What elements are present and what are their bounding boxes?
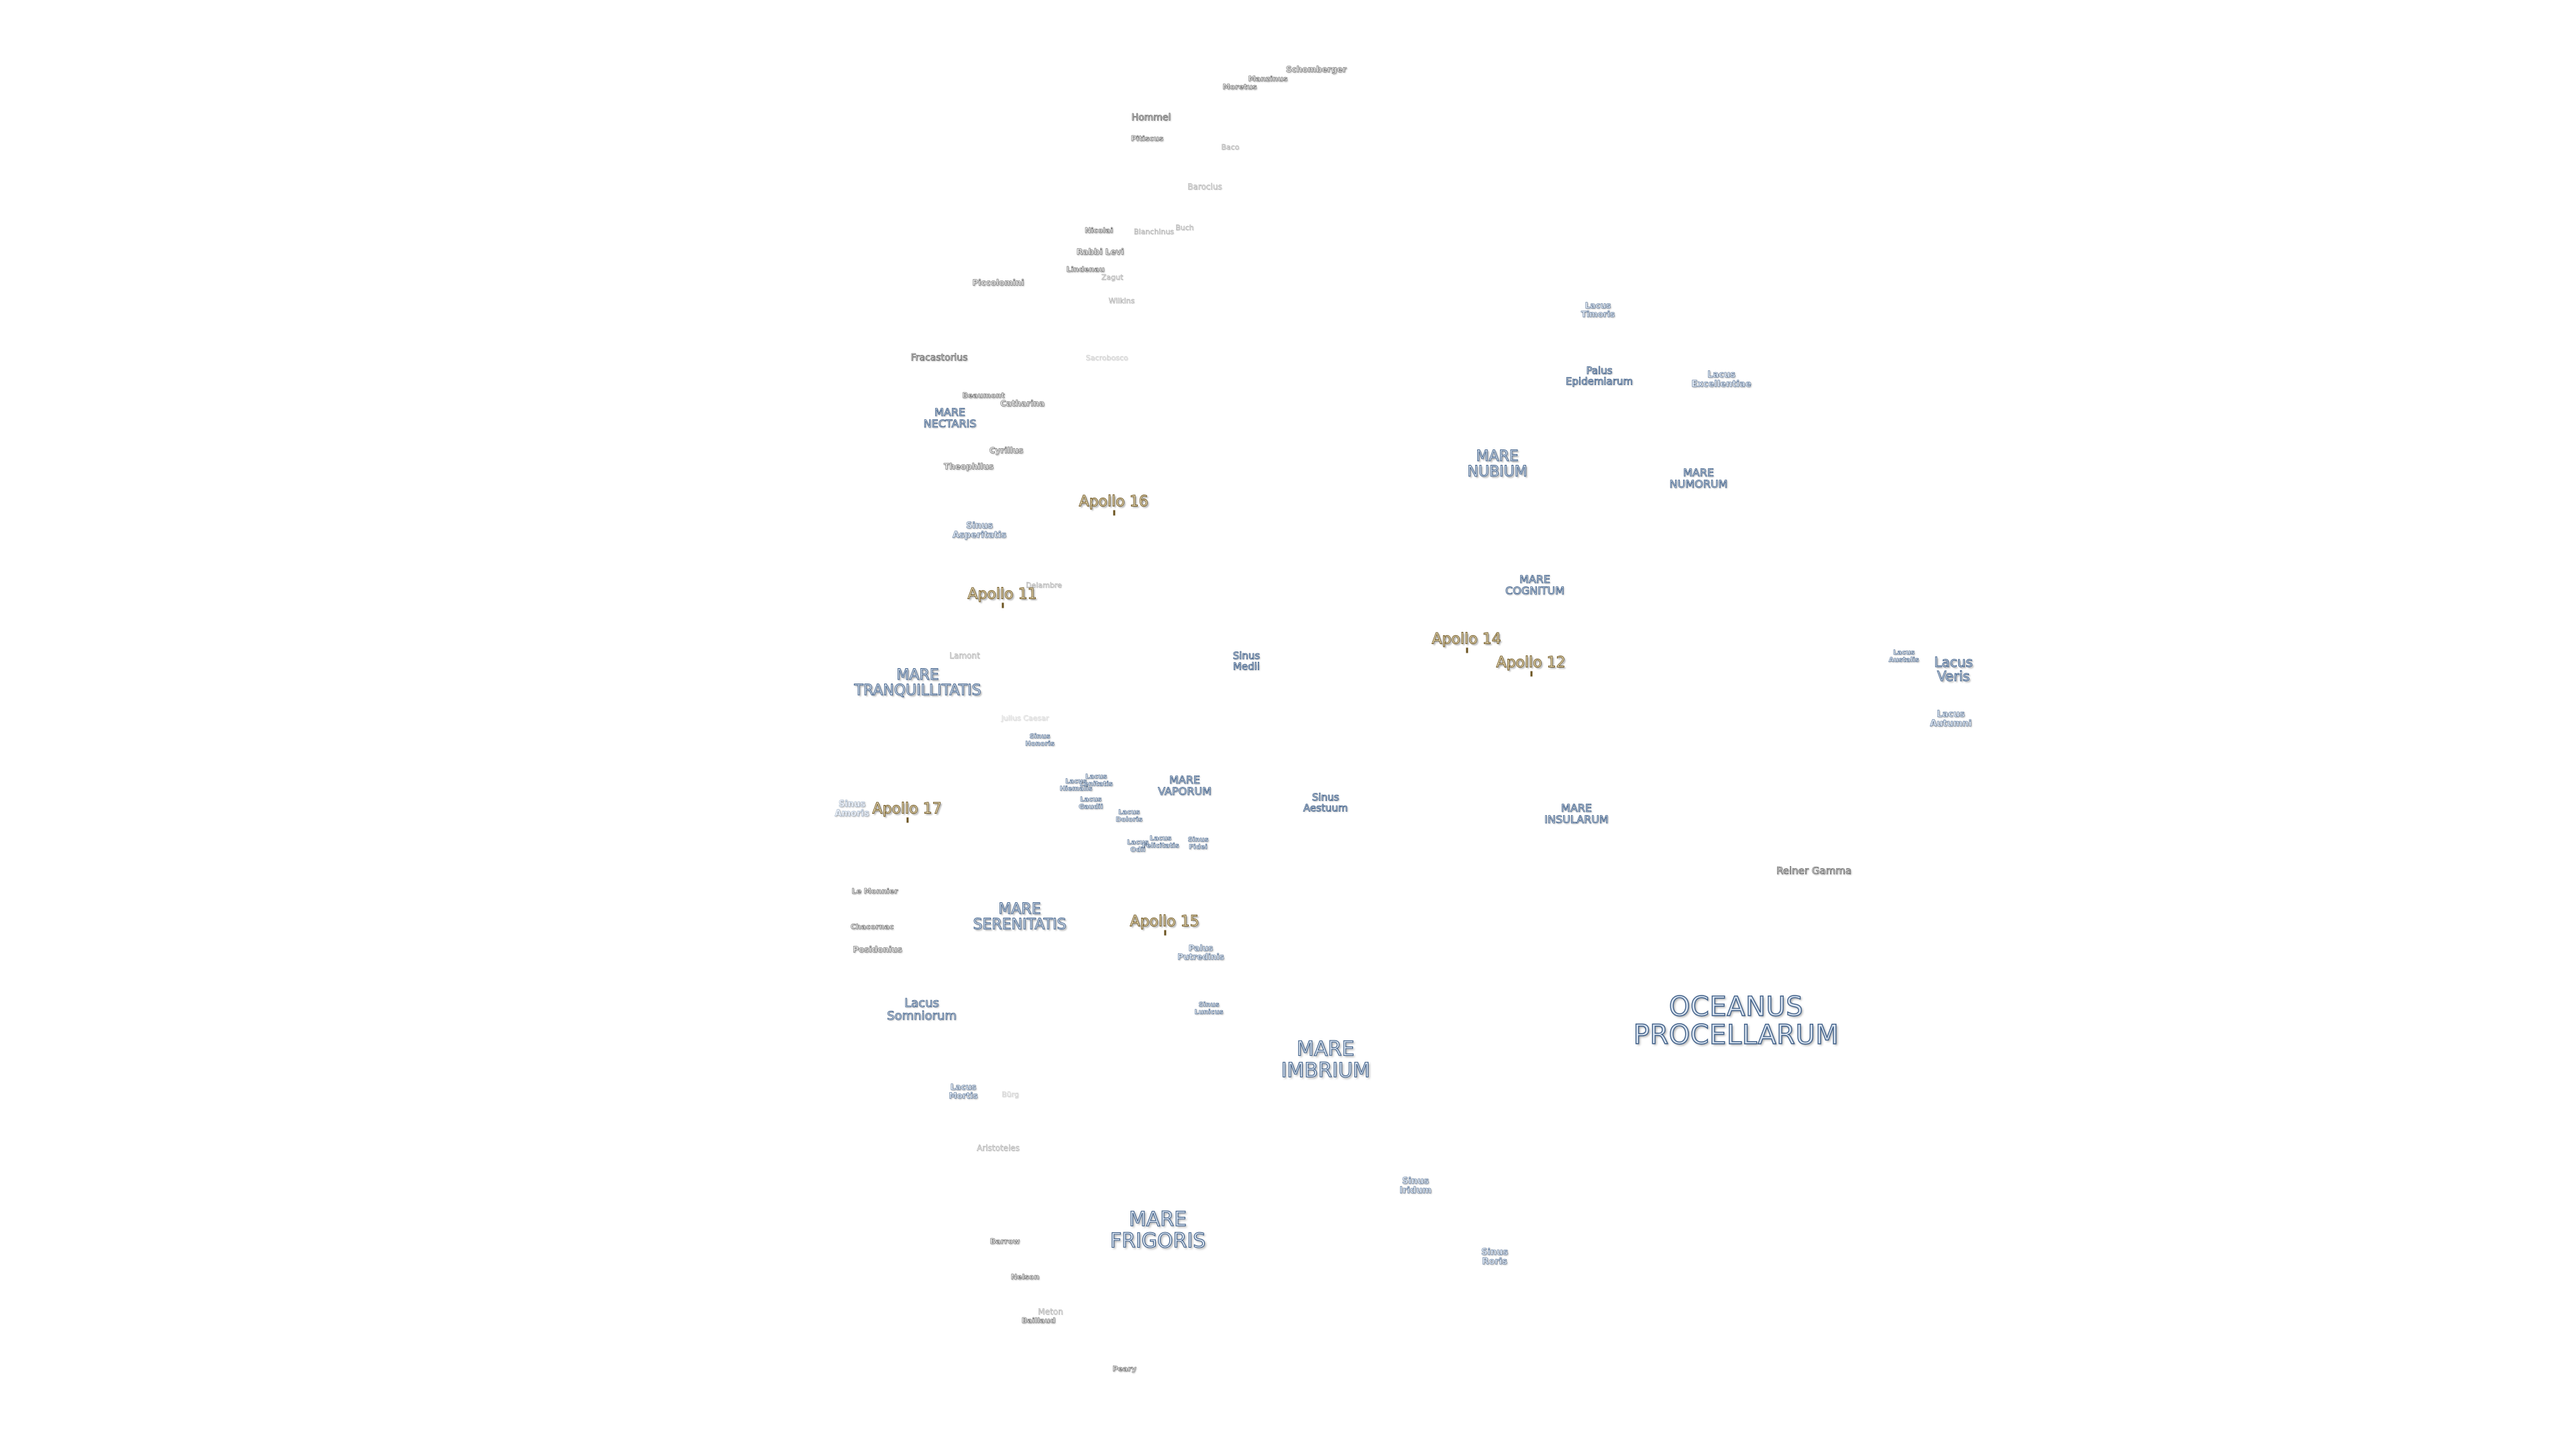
lacus-felicitatis-label[interactable]: Lacus Felicitatis xyxy=(1142,835,1179,850)
theophilus-label[interactable]: Theophilus xyxy=(943,462,994,472)
mare-imbrium-label[interactable]: MARE IMBRIUM xyxy=(1281,1037,1371,1082)
lacus-hiemalis-label[interactable]: Lacus Hiemalis xyxy=(1059,777,1093,793)
apollo-12-marker[interactable]: Apollo 12 xyxy=(1496,654,1566,677)
julius-caesar-label[interactable]: Julius Caesar xyxy=(1001,714,1049,723)
beaumont-label[interactable]: Beaumont xyxy=(962,391,1005,400)
manzinus-label[interactable]: Manzinus xyxy=(1248,74,1288,84)
apollo-15-marker[interactable]: Apollo 15 xyxy=(1130,913,1199,936)
mare-cognitum-label[interactable]: MARE COGNITUM xyxy=(1505,573,1565,597)
mare-tranquillitatis-label[interactable]: MARE TRANQUILLITATIS xyxy=(854,666,981,699)
barrow-label[interactable]: Barrow xyxy=(989,1237,1020,1246)
apollo-16-marker[interactable]: Apollo 16 xyxy=(1079,493,1148,516)
le-monnier-label[interactable]: Le Monnier xyxy=(851,887,898,896)
moretus-label[interactable]: Moretus xyxy=(1222,83,1257,92)
mare-nectaris-label[interactable]: MARE NECTARIS xyxy=(923,406,977,430)
nicolai-label[interactable]: Nicolai xyxy=(1084,226,1114,235)
sinus-iridum-label[interactable]: Sinus Iridum xyxy=(1399,1176,1432,1195)
reiner-gamma-label[interactable]: Reiner Gamma xyxy=(1776,865,1852,877)
zagut-label[interactable]: Zagut xyxy=(1101,273,1124,282)
mare-insularum-label[interactable]: MARE INSULARUM xyxy=(1544,802,1609,826)
buch-label[interactable]: Buch xyxy=(1175,223,1194,233)
peary-label[interactable]: Peary xyxy=(1112,1364,1136,1374)
sinus-asperitatis-label[interactable]: Sinus Asperitatis xyxy=(952,521,1007,540)
lindenau-label[interactable]: Lindenau xyxy=(1066,265,1105,274)
lacus-austalis-label[interactable]: Lacus Austalis xyxy=(1888,649,1919,664)
pitiscus-label[interactable]: Pitiscus xyxy=(1130,134,1164,144)
sinus-medii-label[interactable]: Sinus Medii xyxy=(1232,649,1260,672)
palus-putredinis-label[interactable]: Palus Putredinis xyxy=(1177,943,1224,961)
sinus-honoris-label[interactable]: Sinus Honoris xyxy=(1025,733,1055,748)
lacus-timoris-label[interactable]: Lacus Timoris xyxy=(1580,301,1615,319)
lacus-odii-label[interactable]: Lacus Odii xyxy=(1126,839,1149,854)
catharina-label[interactable]: Catharina xyxy=(1000,398,1044,409)
blanchinus-label[interactable]: Blanchinus xyxy=(1133,227,1175,237)
sinus-aestuum-label[interactable]: Sinus Aestuum xyxy=(1303,791,1348,814)
apollo-17-marker[interactable]: Apollo 17 xyxy=(872,800,942,823)
piccolomini-label[interactable]: Piccolomini xyxy=(972,278,1024,288)
burg-label[interactable]: Bürg xyxy=(1002,1090,1019,1099)
chacornac-label[interactable]: Chacornac xyxy=(850,922,894,932)
meton-label[interactable]: Meton xyxy=(1038,1307,1063,1317)
baillaud-label[interactable]: Baillaud xyxy=(1021,1316,1056,1326)
sinus-lunicus-label[interactable]: Sinus Lunicus xyxy=(1194,1001,1224,1016)
lacus-veris-label[interactable]: Lacus Veris xyxy=(1934,654,1973,684)
mare-numorum-label[interactable]: MARE NUMORUM xyxy=(1669,466,1728,490)
lacus-excellentiae-label[interactable]: Lacus Excellentiae xyxy=(1691,370,1752,389)
lacus-lenitatis-label[interactable]: Lacus Lenitatis xyxy=(1079,773,1113,788)
lacus-gaudii-label[interactable]: Lacus Gaudii xyxy=(1078,796,1104,811)
apollo-11-marker[interactable]: Apollo 11 xyxy=(967,586,1037,608)
palus-epidemiarum-label[interactable]: Palus Epidemiarum xyxy=(1565,364,1633,387)
hommel-label[interactable]: Hommel xyxy=(1131,112,1171,123)
mare-nubium-label[interactable]: MARE NUBIUM xyxy=(1467,447,1527,480)
schomberger-label[interactable]: Schomberger xyxy=(1285,64,1347,74)
wilkins-label[interactable]: Wilkins xyxy=(1108,297,1135,306)
rabbi-levi-label[interactable]: Rabbi Levi xyxy=(1076,247,1124,257)
sinus-amoris-label[interactable]: Sinus Amoris xyxy=(835,799,869,818)
barocius-label[interactable]: Barocius xyxy=(1187,182,1222,192)
posidonius-label[interactable]: Posidonius xyxy=(853,945,902,955)
cyrillus-label[interactable]: Cyrillus xyxy=(989,445,1024,455)
sinus-fidei-label[interactable]: Sinus Fidei xyxy=(1187,836,1209,851)
sinus-roris-label[interactable]: Sinus Roris xyxy=(1481,1247,1509,1267)
apollo-14-marker[interactable]: Apollo 14 xyxy=(1432,631,1501,653)
mare-serenitatis-label[interactable]: MARE SERENITATIS xyxy=(973,900,1067,933)
baco-label[interactable]: Baco xyxy=(1221,143,1240,152)
aristoteles-label[interactable]: Aristoteles xyxy=(977,1143,1020,1153)
mare-vaporum-label[interactable]: MARE VAPORUM xyxy=(1158,773,1212,798)
nelson-label[interactable]: Nelson xyxy=(1010,1273,1040,1282)
lamont-label[interactable]: Lamont xyxy=(949,651,980,661)
lacus-mortis-label[interactable]: Lacus Mortis xyxy=(949,1082,978,1100)
sacrobosco-label[interactable]: Sacrobosco xyxy=(1085,354,1128,363)
lacus-autumni-label[interactable]: Lacus Autumni xyxy=(1929,709,1972,729)
delambre-label[interactable]: Delambre xyxy=(1026,581,1062,590)
lacus-somniorum-label[interactable]: Lacus Somniorum xyxy=(887,996,957,1023)
lacus-doloris-label[interactable]: Lacus Doloris xyxy=(1116,808,1142,824)
fracastorius-label[interactable]: Fracastorius xyxy=(910,352,968,364)
mare-frigoris-label[interactable]: MARE FRIGORIS xyxy=(1110,1208,1206,1252)
oceanus-procellarum-label[interactable]: OCEANUS PROCELLARUM xyxy=(1633,991,1839,1051)
